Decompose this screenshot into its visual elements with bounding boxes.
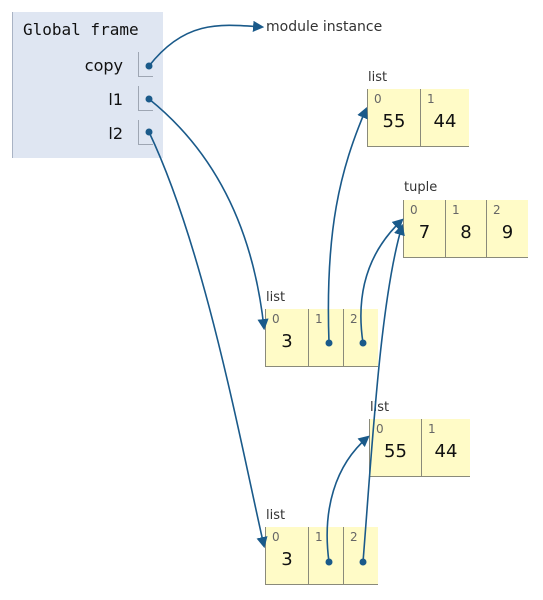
var-pointer-l2 xyxy=(138,120,153,145)
heap-cell: 0 55 xyxy=(367,89,420,147)
cell-value: 44 xyxy=(433,111,457,132)
pointer-dot-l2 xyxy=(145,128,153,136)
heap-cell: 2 9 xyxy=(486,200,528,258)
heap-list-a: 0 55 1 44 xyxy=(367,89,469,147)
heap-label-tuple: tuple xyxy=(404,180,438,195)
cell-value: 55 xyxy=(384,441,407,462)
var-name-l1: l1 xyxy=(108,90,123,109)
pointer-l2-index1 xyxy=(326,435,370,563)
pointer-l1-index2 xyxy=(360,218,404,344)
pointer-l2-index2 xyxy=(362,223,405,563)
heap-cell: 0 3 xyxy=(265,527,308,585)
pointer-dot-l2-index2 xyxy=(359,558,367,566)
cell-index: 1 xyxy=(427,92,435,106)
heap-cell: 1 44 xyxy=(421,419,470,477)
heap-cell: 0 7 xyxy=(403,200,445,258)
heap-label-list-l1: list xyxy=(266,290,286,305)
module-instance-label: module instance xyxy=(266,19,383,35)
pointer-dot-l1-index1 xyxy=(325,339,333,347)
pointer-dot-copy xyxy=(145,62,153,70)
pointer-l1 xyxy=(148,98,269,331)
cell-index: 0 xyxy=(410,203,418,217)
heap-cell: 2 xyxy=(343,527,378,585)
cell-value: 7 xyxy=(418,222,431,243)
frame-title: Global frame xyxy=(23,20,139,39)
cell-index: 2 xyxy=(350,530,358,544)
heap-cell: 1 8 xyxy=(445,200,486,258)
cell-index: 0 xyxy=(272,530,280,544)
heap-list-l2: 0 3 1 2 xyxy=(265,527,378,585)
cell-value: 3 xyxy=(281,549,293,570)
heap-cell: 0 55 xyxy=(369,419,421,477)
pointer-dot-l2-index1 xyxy=(325,558,333,566)
heap-tuple: 0 7 1 8 2 9 xyxy=(403,200,528,258)
heap-cell: 0 3 xyxy=(265,309,308,367)
var-name-copy: copy xyxy=(84,56,123,75)
var-name-l2: l2 xyxy=(108,124,123,143)
cell-index: 1 xyxy=(428,422,436,436)
cell-index: 1 xyxy=(452,203,460,217)
pointer-l2 xyxy=(148,131,268,549)
pointer-dot-l1-index2 xyxy=(359,339,367,347)
pointer-copy xyxy=(148,20,265,67)
heap-list-b: 0 55 1 44 xyxy=(369,419,470,477)
pointer-l1-index1 xyxy=(327,106,368,344)
cell-index: 0 xyxy=(376,422,384,436)
cell-value: 9 xyxy=(501,222,514,243)
cell-index: 1 xyxy=(315,312,323,326)
var-pointer-l1 xyxy=(138,86,153,111)
heap-cell: 1 xyxy=(308,527,343,585)
heap-label-list-l2: list xyxy=(266,508,286,523)
heap-list-l1: 0 3 1 2 xyxy=(265,309,378,367)
cell-index: 2 xyxy=(350,312,358,326)
var-pointer-copy xyxy=(138,52,153,77)
cell-value: 8 xyxy=(460,222,472,243)
heap-cell: 1 44 xyxy=(420,89,469,147)
cell-value: 44 xyxy=(434,441,458,462)
cell-index: 2 xyxy=(493,203,501,217)
global-frame: Global frame copy l1 l2 xyxy=(12,12,163,158)
heap-cell: 1 xyxy=(308,309,343,367)
cell-index: 1 xyxy=(315,530,323,544)
pointer-dot-l1 xyxy=(145,95,153,103)
cell-index: 0 xyxy=(272,312,280,326)
heap-label-list-a: list xyxy=(368,70,388,85)
cell-value: 55 xyxy=(382,111,406,132)
cell-value: 3 xyxy=(281,331,293,352)
cell-index: 0 xyxy=(374,92,382,106)
